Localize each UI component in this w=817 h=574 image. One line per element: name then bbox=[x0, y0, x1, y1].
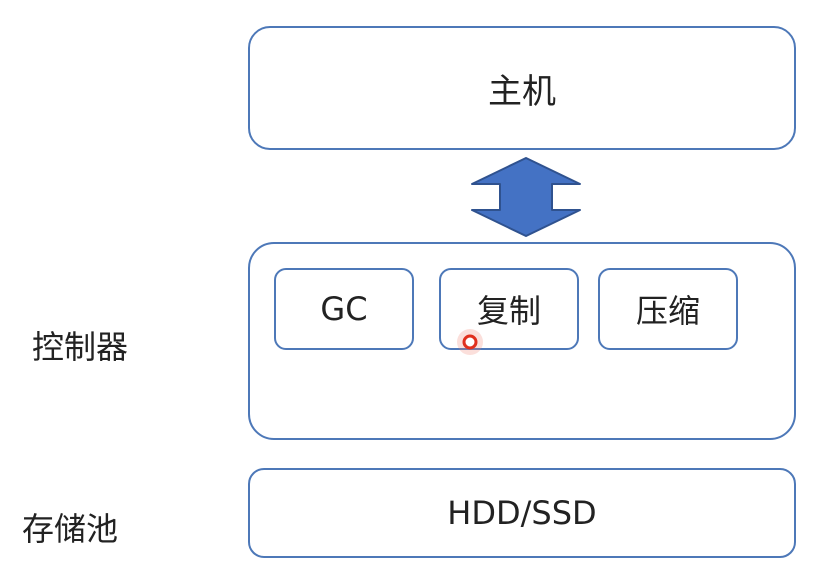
arrow-shape bbox=[471, 157, 581, 237]
storage-label: HDD/SSD bbox=[447, 494, 597, 532]
feature-label: GC bbox=[320, 290, 368, 328]
feature-replication: 复制 bbox=[439, 268, 579, 350]
storage-box: HDD/SSD bbox=[248, 468, 796, 558]
host-box: 主机 bbox=[248, 26, 796, 150]
host-label: 主机 bbox=[488, 71, 556, 112]
feature-compression: 压缩 bbox=[598, 268, 738, 350]
bidirectional-arrow-icon bbox=[471, 157, 581, 237]
feature-label: 压缩 bbox=[635, 292, 700, 330]
controller-side-label: 控制器 bbox=[32, 328, 129, 366]
storage-side-label: 存储池 bbox=[22, 510, 119, 548]
cursor-indicator-icon bbox=[457, 329, 483, 355]
feature-label: 复制 bbox=[476, 292, 541, 330]
feature-gc: GC bbox=[274, 268, 414, 350]
